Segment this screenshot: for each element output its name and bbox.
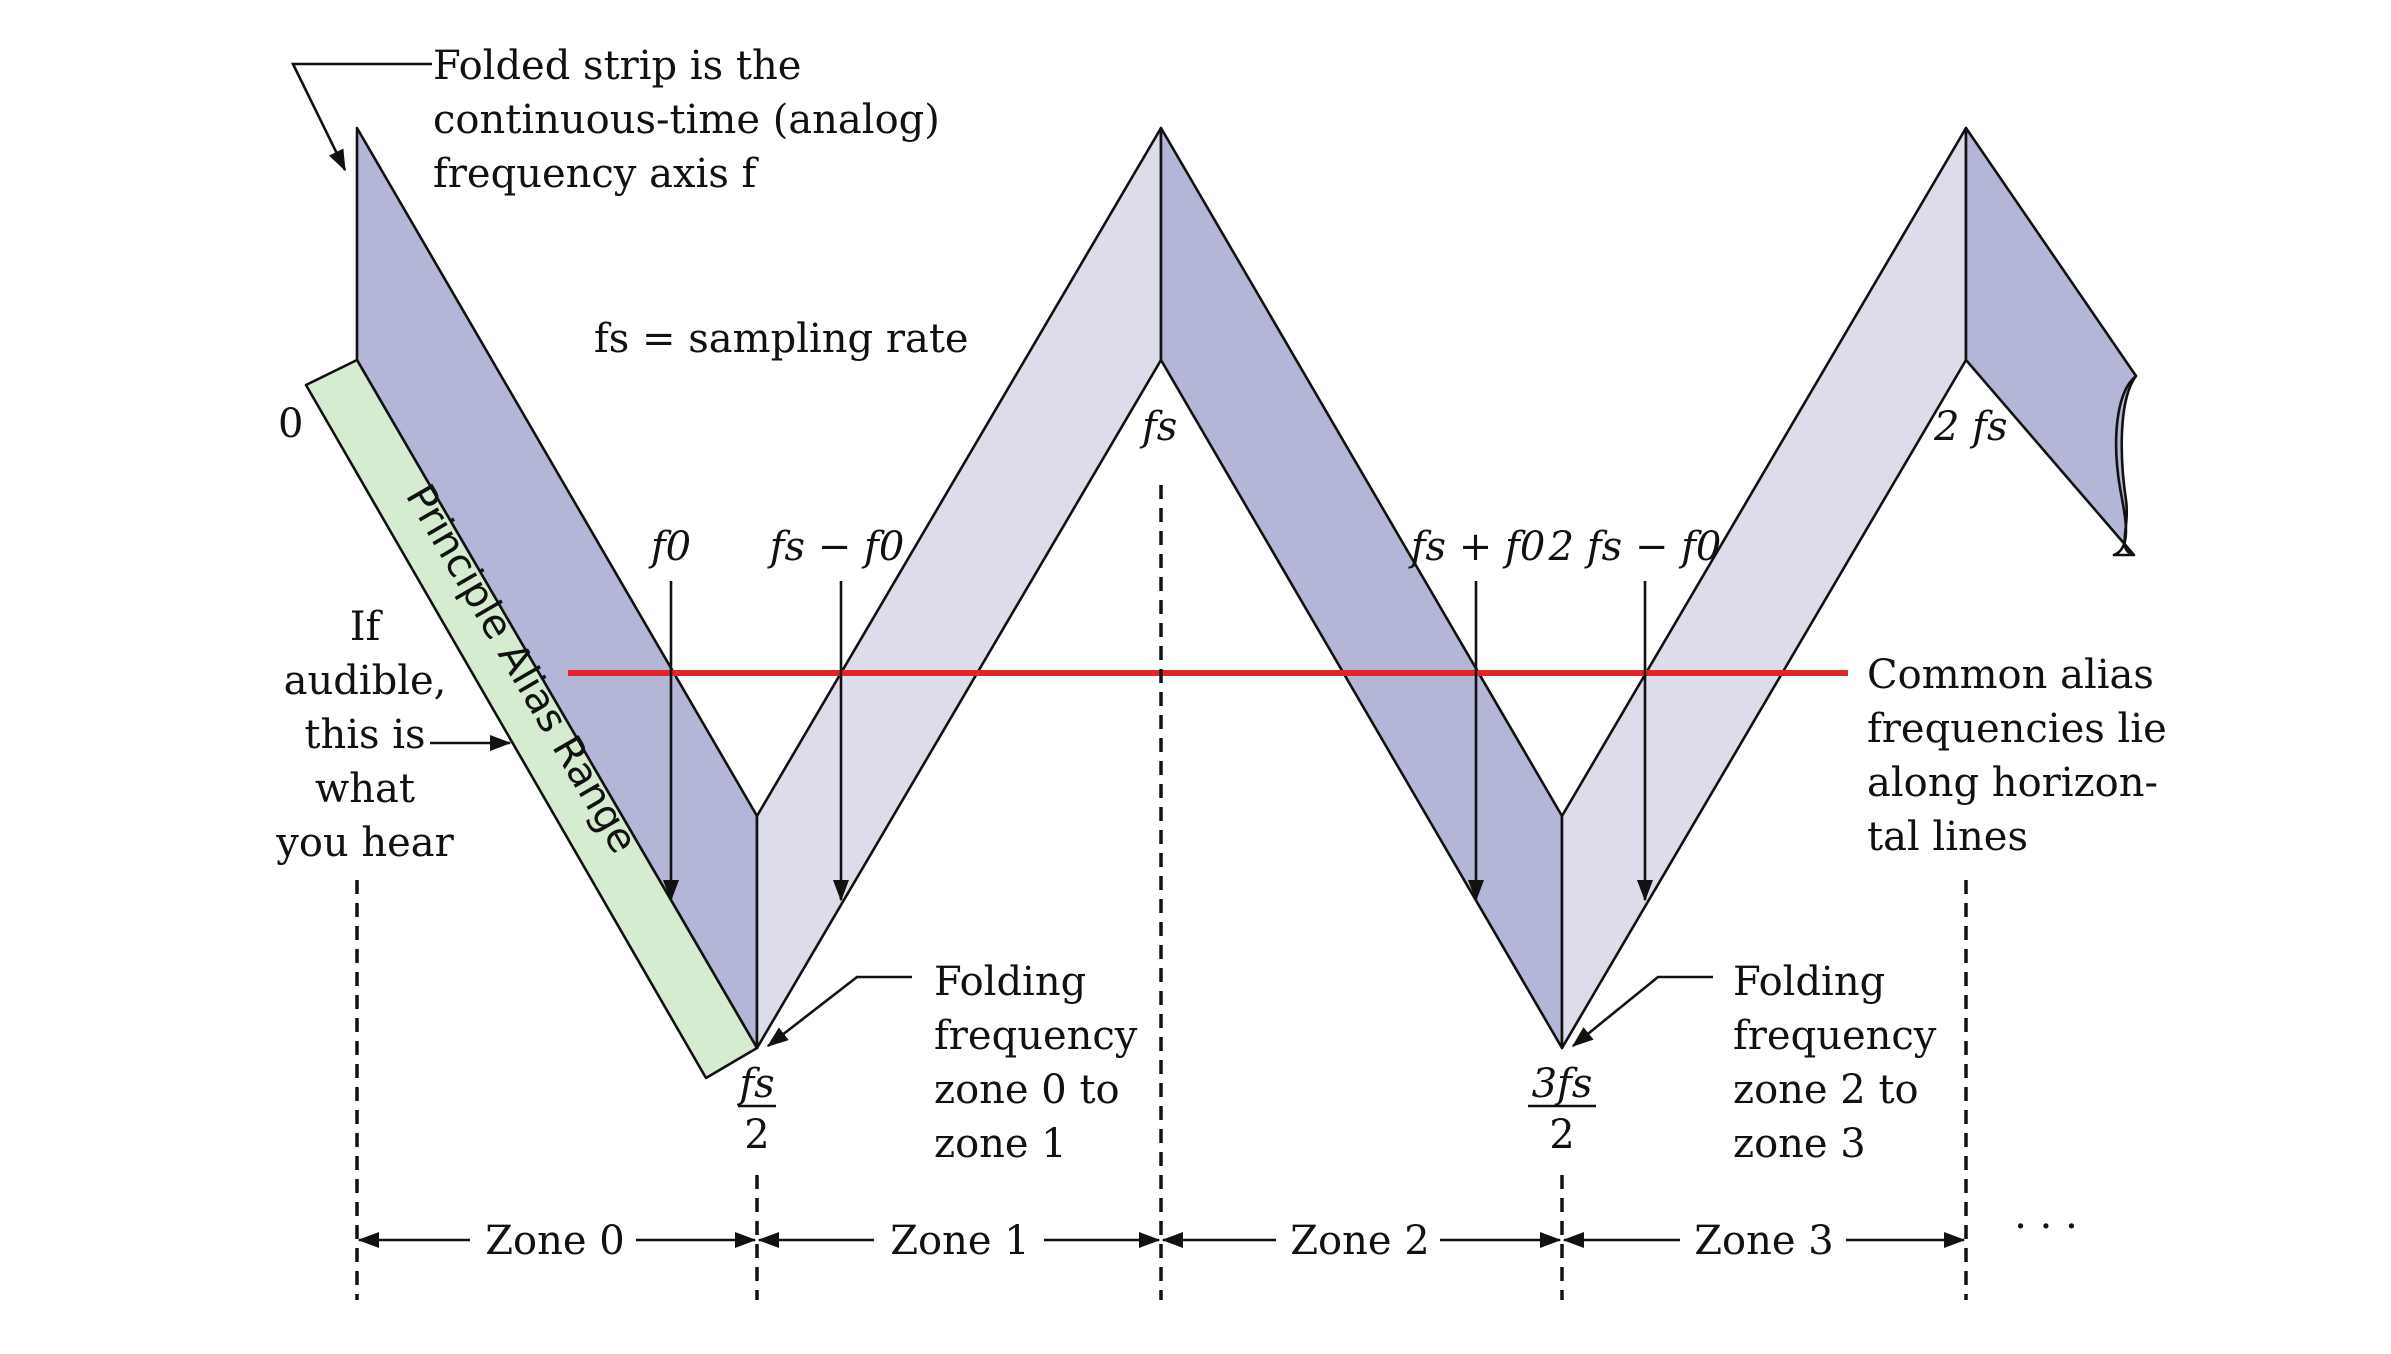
folding-1-arrow — [766, 975, 912, 1048]
common-alias-line-3: along horizon- — [1867, 760, 2158, 806]
hear-note: If audible, this is what you hear — [275, 604, 454, 866]
hear-note-line-1: If — [350, 604, 384, 650]
label-3fs-over-2: 3fs 2 — [1528, 1061, 1596, 1158]
label-2fs-minus-f0: 2 fs − f0 — [1548, 524, 1722, 570]
hear-note-line-2: audible, — [284, 658, 447, 704]
hear-note-line-3: this is — [304, 712, 425, 758]
strip-panel-torn-end — [1964, 126, 2138, 557]
zone-2-label: Zone 2 — [1290, 1218, 1429, 1264]
common-alias-note: Common alias frequencies lie along horiz… — [1867, 652, 2167, 860]
sampling-rate-note: fs = sampling rate — [594, 316, 969, 362]
frequency-arrows — [663, 581, 1653, 902]
folding-note-2-line-2: frequency — [1733, 1013, 1937, 1059]
folding-note-1-line-3: zone 0 to — [934, 1067, 1120, 1113]
zone-ellipsis: · · · — [2014, 1204, 2078, 1250]
label-fs-over-2-den: 2 — [744, 1112, 769, 1158]
callout-axis-line-3: frequency axis f — [433, 151, 760, 197]
folding-note-1-line-2: frequency — [934, 1013, 1138, 1059]
label-3fs-over-2-num: 3fs — [1532, 1061, 1593, 1107]
label-fs-over-2: fs 2 — [736, 1061, 776, 1158]
strip-panel-zone-3 — [1560, 126, 1968, 1050]
strip-panel-zone-0 — [355, 126, 759, 1050]
folding-note-2-line-1: Folding — [1733, 959, 1885, 1005]
alias-band-shape — [304, 358, 759, 1080]
common-alias-line-1: Common alias — [1867, 652, 2154, 698]
zone-boundaries — [355, 485, 1968, 1300]
zone-0-label: Zone 0 — [485, 1218, 624, 1264]
callout-axis-arrow — [290, 62, 432, 172]
hear-note-line-4: what — [315, 766, 415, 812]
callout-arrows — [290, 62, 1713, 1048]
folding-note-2-line-3: zone 2 to — [1733, 1067, 1919, 1113]
callout-axis-line-2: continuous-time (analog) — [433, 97, 940, 143]
common-alias-line-2: frequencies lie — [1867, 706, 2167, 752]
folding-note-1: Folding frequency zone 0 to zone 1 — [934, 959, 1138, 1167]
folded-strip — [355, 126, 2138, 1050]
callout-axis-line-1: Folded strip is the — [433, 43, 801, 89]
label-2fs: 2 fs — [1933, 404, 2008, 450]
label-3fs-over-2-den: 2 — [1549, 1112, 1574, 1158]
folding-note-1-line-1: Folding — [934, 959, 1086, 1005]
label-fs: fs — [1139, 404, 1177, 450]
zero-label: 0 — [278, 401, 303, 447]
label-fs-over-2-num: fs — [736, 1061, 774, 1107]
zone-1-label: Zone 1 — [890, 1218, 1029, 1264]
folding-note-2: Folding frequency zone 2 to zone 3 — [1733, 959, 1937, 1167]
zone-3-label: Zone 3 — [1694, 1218, 1833, 1264]
strip-panel-zone-2 — [1159, 126, 1564, 1050]
label-fs-minus-f0: fs − f0 — [767, 524, 905, 570]
common-alias-line-4: tal lines — [1867, 814, 2028, 860]
label-f0: f0 — [648, 524, 691, 570]
folding-note-1-line-4: zone 1 — [934, 1121, 1067, 1167]
strip-panel-zone-1 — [755, 126, 1163, 1050]
label-fs-plus-f0: fs + f0 — [1408, 524, 1546, 570]
hear-note-line-5: you hear — [275, 820, 454, 866]
callout-axis-note: Folded strip is the continuous-time (ana… — [433, 43, 940, 197]
folding-2-arrow — [1571, 975, 1713, 1048]
folding-note-2-line-4: zone 3 — [1733, 1121, 1866, 1167]
torn-edge — [2112, 374, 2137, 557]
